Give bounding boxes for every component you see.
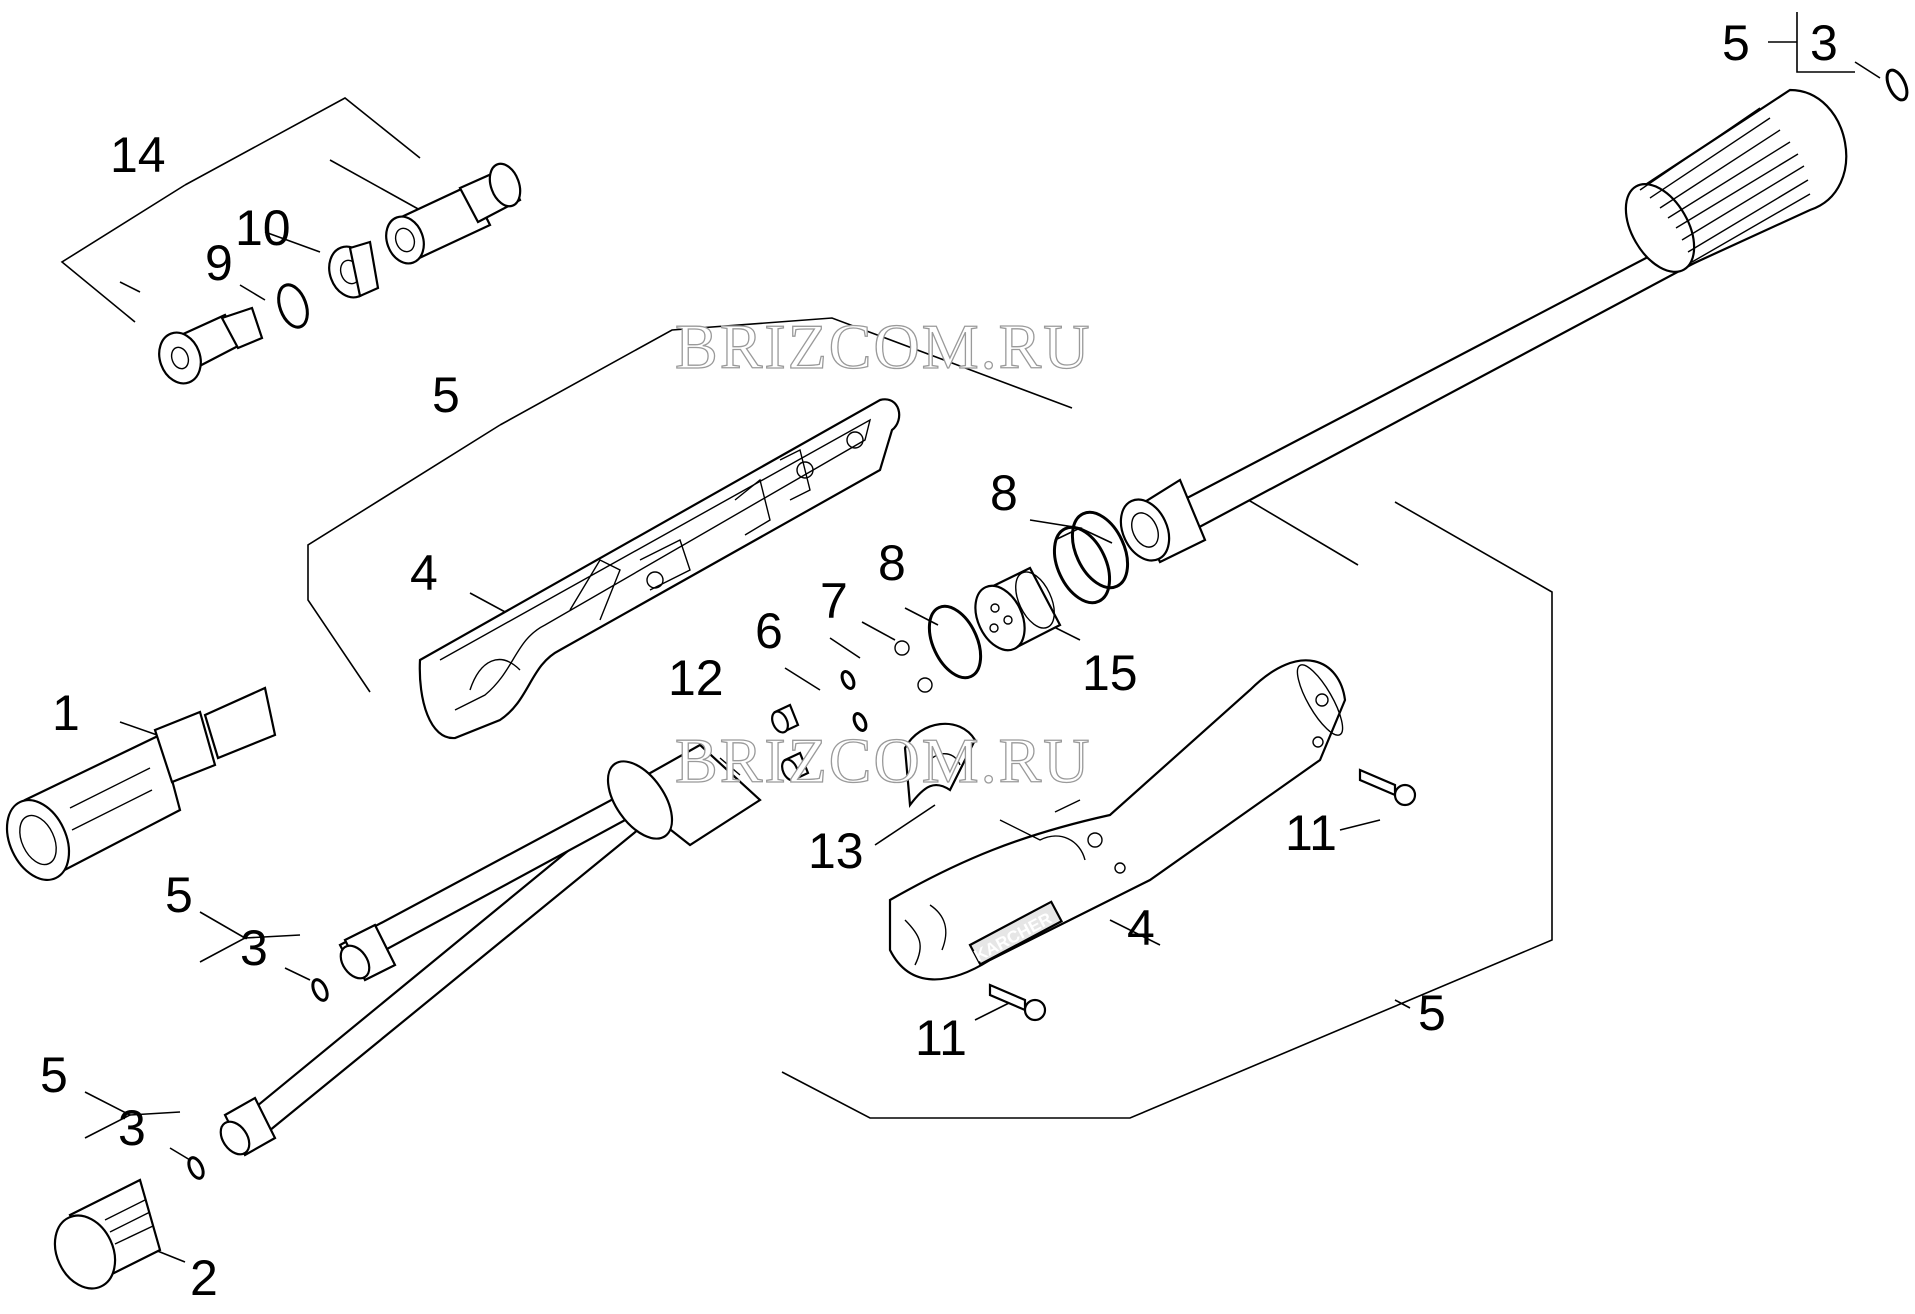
- callout-5-left-a: 5: [165, 867, 193, 923]
- watermark-middle: BRIZCOM.RU: [675, 725, 1092, 796]
- callout-15: 15: [1082, 645, 1138, 701]
- callout-11-lower: 11: [915, 1010, 967, 1066]
- callout-9: 9: [205, 235, 233, 291]
- callout-2: 2: [190, 1250, 218, 1306]
- callout-3-top-right: 3: [1810, 15, 1838, 71]
- callout-7: 7: [820, 573, 848, 629]
- handle-shell-right: KARCHER: [888, 659, 1347, 981]
- leader-lines: [60, 12, 1881, 1263]
- callout-5-right: 5: [1418, 985, 1446, 1041]
- lance-assembly: [1119, 68, 1909, 564]
- callout-4-holder: 4: [410, 545, 438, 601]
- adapter-sleeve: [5, 686, 277, 881]
- callout-5-holder: 5: [432, 367, 460, 423]
- callout-11-upper: 11: [1285, 805, 1337, 861]
- callout-5-left-b: 5: [40, 1047, 68, 1103]
- callout-8-upper: 8: [990, 465, 1018, 521]
- screws: [988, 768, 1417, 1022]
- callout-6: 6: [755, 603, 783, 659]
- callout-10: 10: [235, 200, 291, 256]
- callout-14: 14: [110, 127, 166, 183]
- callout-labels: 14 10 9 5 3 5 4 8 8 7 6 12 15 1 13 5 3 5…: [40, 15, 1838, 1306]
- callout-3-left-b: 3: [118, 1100, 146, 1156]
- callout-4-handle: 4: [1127, 900, 1155, 956]
- callout-13: 13: [808, 823, 864, 879]
- callout-1: 1: [52, 685, 80, 741]
- watermark-top: BRIZCOM.RU: [675, 311, 1092, 382]
- callout-3-left-a: 3: [240, 920, 268, 976]
- handle-shell-left: [418, 398, 901, 740]
- ribs: [1639, 107, 1811, 263]
- seals-and-insert: [771, 510, 1130, 782]
- nozzle-insert-assembly: [158, 162, 522, 385]
- hose-assembly: [187, 743, 762, 1180]
- callout-8-lower: 8: [878, 535, 906, 591]
- callout-12: 12: [668, 650, 724, 706]
- clip: [903, 722, 977, 808]
- callout-5-top-right: 5: [1722, 15, 1750, 71]
- nozzle-cap: [53, 1178, 162, 1290]
